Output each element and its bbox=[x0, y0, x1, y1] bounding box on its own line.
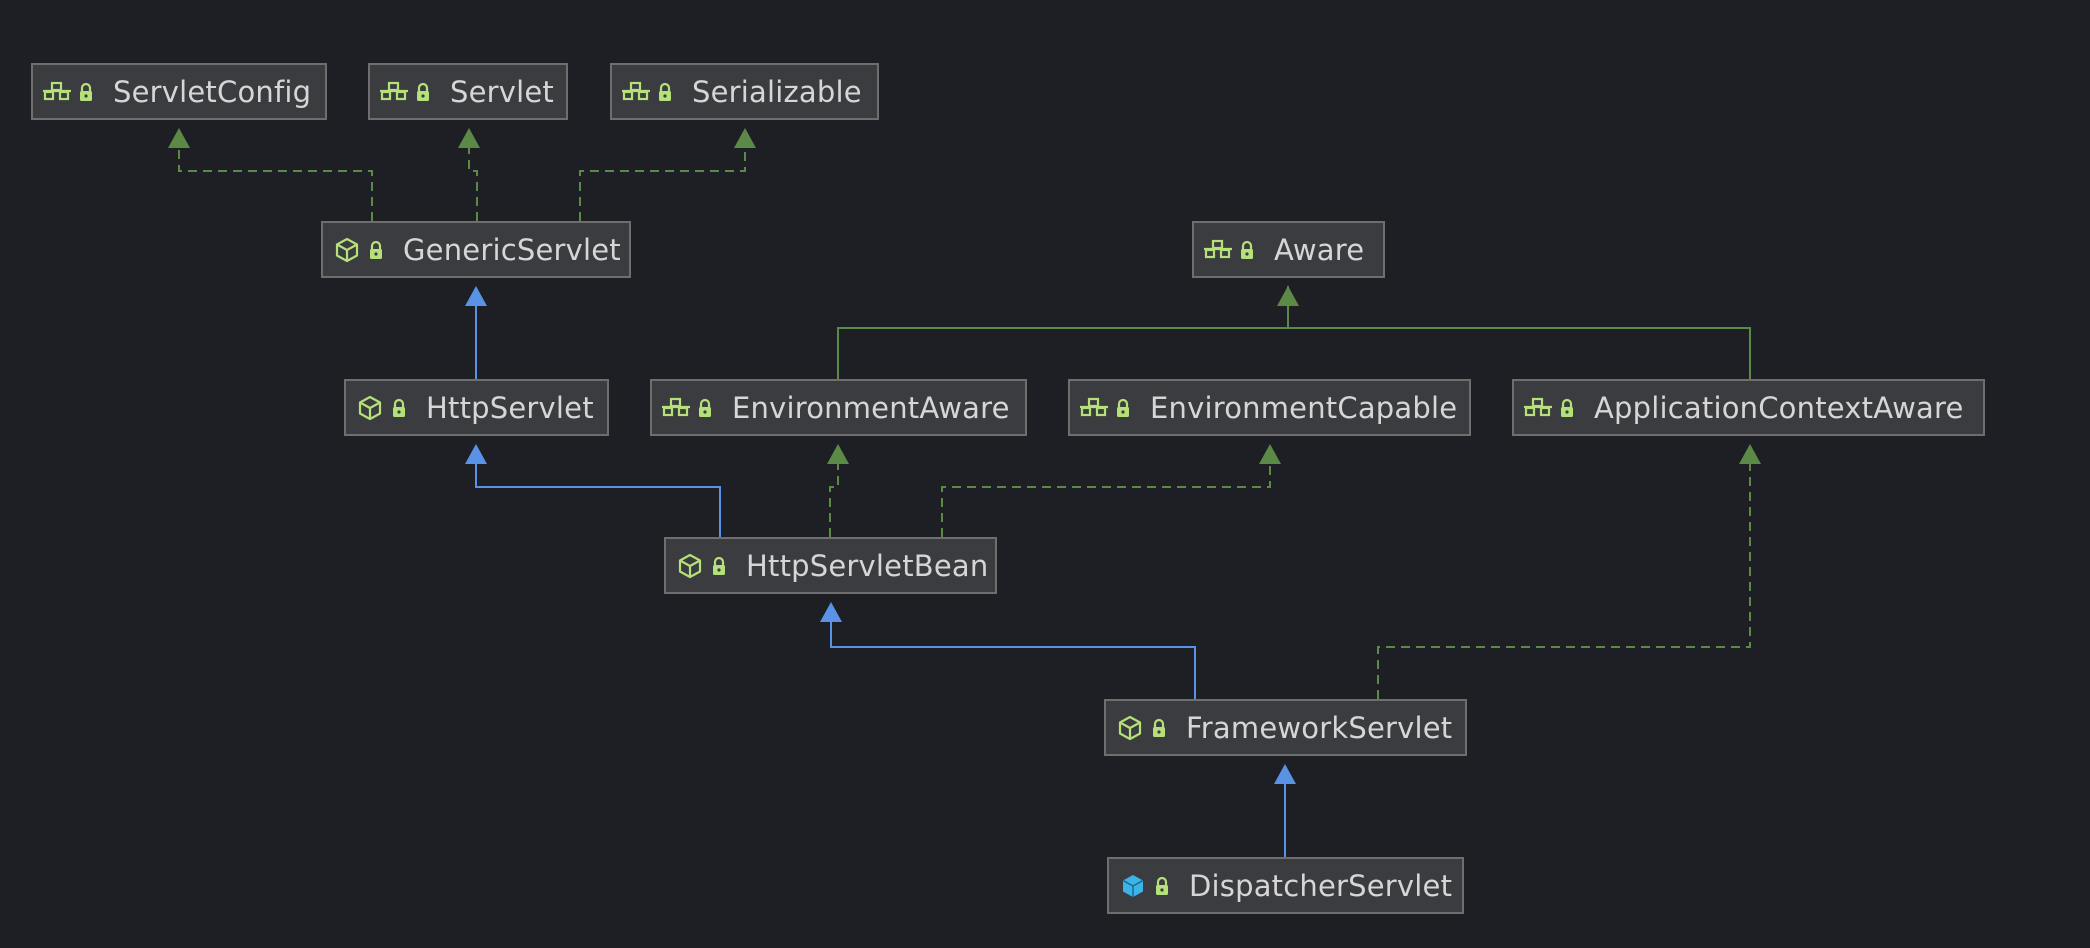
node-serializable[interactable]: Serializable bbox=[610, 63, 879, 120]
node-label: DispatcherServlet bbox=[1189, 868, 1453, 903]
abstract-class-icon bbox=[676, 552, 704, 580]
abstract-class-icon bbox=[333, 236, 361, 264]
extends-edge-frameworkservlet-to-httpservletbean bbox=[830, 620, 1196, 699]
arrowhead bbox=[734, 128, 756, 148]
interface-icon bbox=[662, 394, 690, 422]
implements-edge-frameworkservlet-to-applicationcontextaware bbox=[1377, 462, 1751, 699]
node-applicationcontextaware[interactable]: ApplicationContextAware bbox=[1512, 379, 1985, 436]
interface-icon bbox=[622, 78, 650, 106]
implements-edge-genericservlet-to-servlet bbox=[468, 146, 478, 221]
extends-edge-httpservletbean-to-httpservlet bbox=[475, 462, 721, 537]
implements-edge-httpservletbean-to-environmentcapable bbox=[941, 462, 1271, 537]
lock-icon bbox=[710, 555, 728, 577]
interface-extends-edge-environmentaware-to-aware bbox=[837, 327, 1751, 379]
interface-icon bbox=[43, 78, 71, 106]
arrowhead bbox=[465, 444, 487, 464]
arrowhead bbox=[458, 128, 480, 148]
node-environmentcapable[interactable]: EnvironmentCapable bbox=[1068, 379, 1471, 436]
interface-icon bbox=[1204, 236, 1232, 264]
lock-icon bbox=[1150, 717, 1168, 739]
node-httpservlet[interactable]: HttpServlet bbox=[344, 379, 609, 436]
node-label: Aware bbox=[1274, 232, 1365, 267]
arrowhead bbox=[1739, 444, 1761, 464]
node-label: Serializable bbox=[692, 74, 862, 109]
node-aware[interactable]: Aware bbox=[1192, 221, 1385, 278]
lock-icon bbox=[390, 397, 408, 419]
node-frameworkservlet[interactable]: FrameworkServlet bbox=[1104, 699, 1467, 756]
node-dispatcherservlet[interactable]: DispatcherServlet bbox=[1107, 857, 1464, 914]
class-icon bbox=[1119, 872, 1147, 900]
node-label: HttpServletBean bbox=[746, 548, 989, 583]
lock-icon bbox=[367, 239, 385, 261]
lock-icon bbox=[77, 81, 95, 103]
interface-icon bbox=[1080, 394, 1108, 422]
node-environmentaware[interactable]: EnvironmentAware bbox=[650, 379, 1027, 436]
node-label: EnvironmentAware bbox=[732, 390, 1010, 425]
node-label: HttpServlet bbox=[426, 390, 594, 425]
node-servlet[interactable]: Servlet bbox=[368, 63, 568, 120]
node-label: Servlet bbox=[450, 74, 555, 109]
arrowhead bbox=[820, 602, 842, 622]
interface-icon bbox=[1524, 394, 1552, 422]
lock-icon bbox=[656, 81, 674, 103]
node-label: EnvironmentCapable bbox=[1150, 390, 1458, 425]
arrowhead bbox=[168, 128, 190, 148]
abstract-class-icon bbox=[1116, 714, 1144, 742]
node-httpservletbean[interactable]: HttpServletBean bbox=[664, 537, 997, 594]
node-servletconfig[interactable]: ServletConfig bbox=[31, 63, 327, 120]
implements-edge-httpservletbean-to-environmentaware bbox=[829, 462, 839, 537]
node-label: ApplicationContextAware bbox=[1594, 390, 1964, 425]
arrowhead bbox=[1259, 444, 1281, 464]
lock-icon bbox=[1558, 397, 1576, 419]
node-genericservlet[interactable]: GenericServlet bbox=[321, 221, 631, 278]
node-label: GenericServlet bbox=[403, 232, 621, 267]
implements-edge-genericservlet-to-servletconfig bbox=[178, 146, 373, 221]
abstract-class-icon bbox=[356, 394, 384, 422]
node-label: FrameworkServlet bbox=[1186, 710, 1453, 745]
lock-icon bbox=[1153, 875, 1171, 897]
lock-icon bbox=[414, 81, 432, 103]
node-label: ServletConfig bbox=[113, 74, 312, 109]
arrowhead bbox=[465, 286, 487, 306]
lock-icon bbox=[1114, 397, 1132, 419]
arrowhead bbox=[827, 444, 849, 464]
lock-icon bbox=[696, 397, 714, 419]
arrowhead bbox=[1274, 764, 1296, 784]
lock-icon bbox=[1238, 239, 1256, 261]
arrowhead bbox=[1277, 286, 1299, 306]
interface-icon bbox=[380, 78, 408, 106]
implements-edge-genericservlet-to-serializable bbox=[579, 146, 746, 221]
